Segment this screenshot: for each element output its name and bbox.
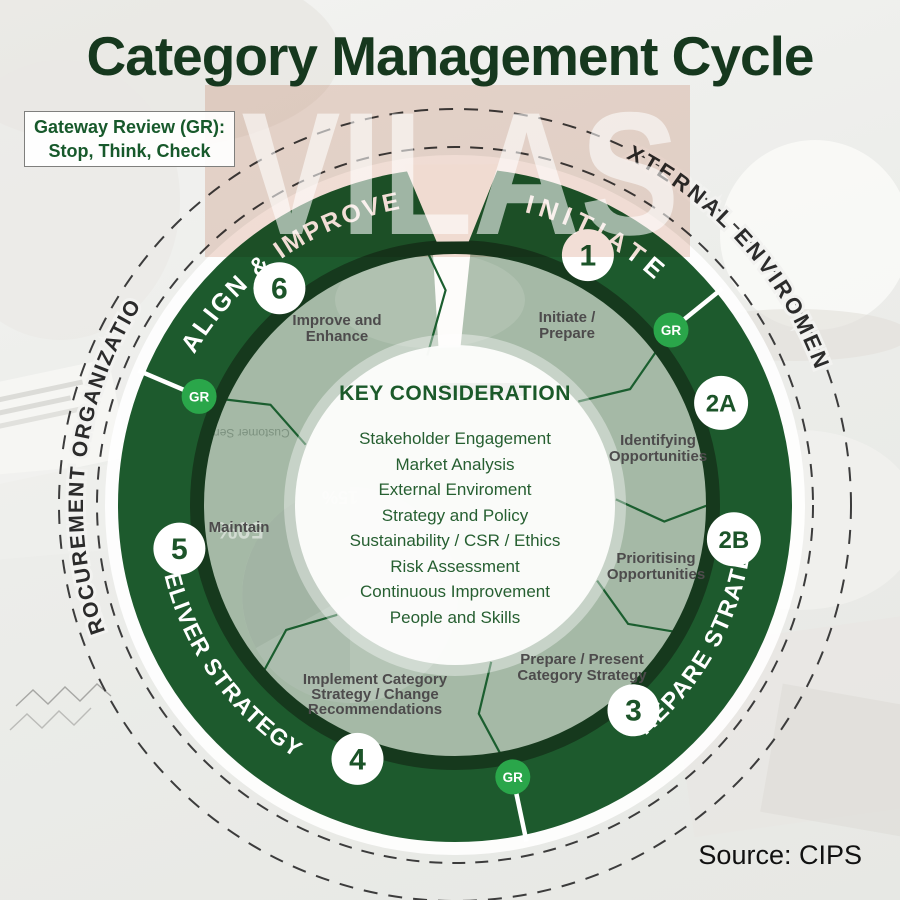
gateway-review-line1: Gateway Review (GR): (25, 115, 234, 139)
step-number: 1 (580, 240, 597, 273)
step-badge-2a: 2A (694, 375, 749, 430)
list-item: Stakeholder Engagement (359, 429, 551, 448)
center-circle (295, 345, 615, 665)
gateway-review-line2: Stop, Think, Check (48, 141, 211, 161)
key-consideration-block: KEY CONSIDERATION Stakeholder Engagement… (339, 382, 571, 627)
list-item: Market Analysis (395, 455, 514, 474)
segment-label-line: Enhance (306, 328, 369, 345)
segment-label-improve-enhance: Improve and Enhance (292, 312, 381, 345)
segment-label-line: Opportunities (607, 566, 705, 583)
list-item: Risk Assessment (390, 557, 520, 576)
step-badge-3: 3 (607, 684, 660, 737)
step-badge-6: 6 (253, 262, 306, 315)
list-item: External Enviroment (378, 480, 531, 499)
step-number: 4 (349, 743, 366, 776)
segment-label-line: Opportunities (609, 448, 707, 465)
segment-gap-band (433, 253, 471, 348)
bg-pie-label-50: 50% (216, 516, 264, 543)
segment-label-line: Maintain (209, 519, 270, 536)
segment-label-line: Recommendations (308, 701, 442, 718)
divider-4-5 (256, 613, 338, 684)
segment-label-maintain: Maintain (209, 519, 270, 536)
list-item: Continuous Improvement (360, 582, 550, 601)
key-consideration-list: Stakeholder Engagement Market Analysis E… (350, 429, 561, 627)
divider-2a-2b (615, 498, 722, 523)
segment-label-line: Category Strategy (517, 667, 647, 684)
segment-label-implement: Implement Category Strategy / Change Rec… (303, 671, 448, 718)
gateway-review-badges: GR GR GR (181, 312, 689, 795)
bg-paper-2 (0, 464, 124, 561)
step-badge-1: 1 (561, 229, 614, 282)
segment-label-line: Initiate / (539, 309, 597, 326)
segment-label-initiate-prepare: Initiate / Prepare (539, 309, 597, 342)
segment-label-line: Prioritising (616, 550, 695, 567)
step-number: 3 (625, 695, 642, 728)
bg-papers (0, 358, 130, 488)
page-title: Category Management Cycle (86, 25, 815, 87)
segment-label-line: Identifying (620, 432, 696, 449)
gateway-review-text: ): (213, 117, 226, 137)
segment-labels: Initiate / Prepare Identifying Opportuni… (209, 309, 708, 718)
segment-label-line: Implement Category (303, 671, 448, 688)
gr-badge-label: GR (503, 770, 524, 785)
segment-label-prioritising: Prioritising Opportunities (607, 550, 705, 583)
step-number: 6 (271, 273, 288, 306)
step-number: 2A (706, 391, 737, 418)
segment-label-line: Improve and (292, 312, 381, 329)
list-item: Strategy and Policy (382, 506, 529, 525)
segment-label-line: Prepare / Present (520, 651, 643, 668)
step-badge-4: 4 (331, 732, 384, 785)
segment-label-line: Strategy / Change (311, 686, 439, 703)
gr-badge-label: GR (189, 389, 210, 404)
step-badge-2b: 2B (706, 512, 761, 567)
bg-legend-text: Customer Service (194, 426, 290, 440)
gr-badge-top-right: GR (653, 312, 689, 348)
segment-label-line: Prepare (539, 325, 595, 342)
center-doc-hint (440, 383, 525, 396)
gateway-review-text: Gateway Review ( (33, 117, 187, 137)
source-credit: Source: CIPS (698, 840, 862, 870)
bg-desk-shape-2 (760, 683, 900, 847)
gr-badge-label: GR (661, 323, 682, 338)
divider-2b-3 (596, 579, 688, 635)
segment-label-prepare-present: Prepare / Present Category Strategy (517, 651, 647, 684)
gr-badge-bottom: GR (495, 759, 531, 795)
center-heading: KEY CONSIDERATION (339, 382, 571, 405)
step-number: 2B (719, 527, 750, 554)
step-badge-5: 5 (153, 522, 206, 575)
gateway-review-legend: Gateway Review (GR): Stop, Think, Check (24, 111, 235, 167)
gateway-review-gr: GR (186, 117, 214, 137)
outer-dashed-circle (58, 108, 852, 900)
list-item: People and Skills (390, 608, 520, 627)
bg-mug (720, 140, 900, 330)
step-number: 5 (171, 533, 188, 566)
bg-zigzag-1 (15, 683, 112, 707)
bg-zigzag-2 (9, 707, 92, 731)
list-item: Sustainability / CSR / Ethics (350, 531, 561, 550)
gr-badge-left: GR (181, 378, 217, 414)
step-number-badges: 1 2A 2B 3 4 5 6 (153, 229, 761, 785)
segment-label-identifying: Identifying Opportunities (609, 432, 707, 465)
